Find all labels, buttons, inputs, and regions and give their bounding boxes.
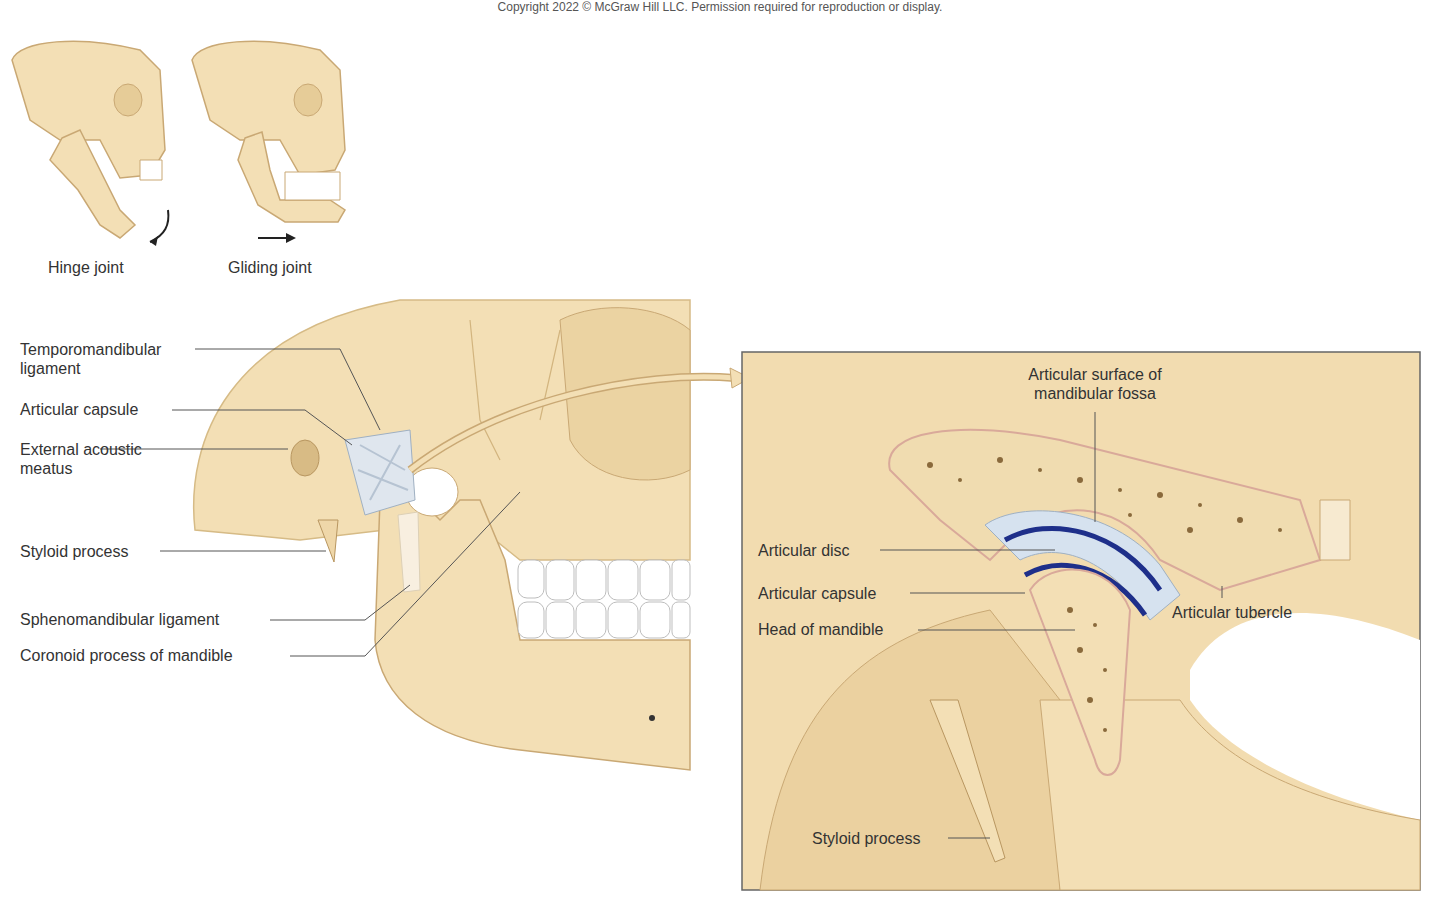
part-label: Articular capsule xyxy=(758,584,908,603)
part-label: Coronoid process of mandible xyxy=(20,646,285,665)
part-label: Hinge joint xyxy=(48,258,178,277)
part-label: External acoustic meatus xyxy=(20,440,170,478)
part-label: Articular surface of mandibular fossa xyxy=(995,365,1195,403)
inset xyxy=(742,352,1420,890)
skull xyxy=(194,300,690,770)
leader-lines-inset xyxy=(880,412,1222,838)
part-label: Sphenomandibular ligament xyxy=(20,610,265,629)
part-label: Gliding joint xyxy=(228,258,358,277)
gliding-skull xyxy=(192,41,345,243)
leader-lines xyxy=(100,349,520,656)
copyright-note: Copyright 2022 © McGraw Hill LLC. Permis… xyxy=(420,0,1020,14)
hinge-skull xyxy=(12,41,168,246)
part-label: Articular tubercle xyxy=(1172,603,1332,622)
part-label: Head of mandible xyxy=(758,620,913,639)
part-label: Articular capsule xyxy=(20,400,170,419)
part-label: Styloid process xyxy=(20,542,155,561)
part-label: Articular disc xyxy=(758,541,878,560)
part-label: Styloid process xyxy=(812,829,947,848)
part-label: Temporomandibular ligament xyxy=(20,340,192,378)
